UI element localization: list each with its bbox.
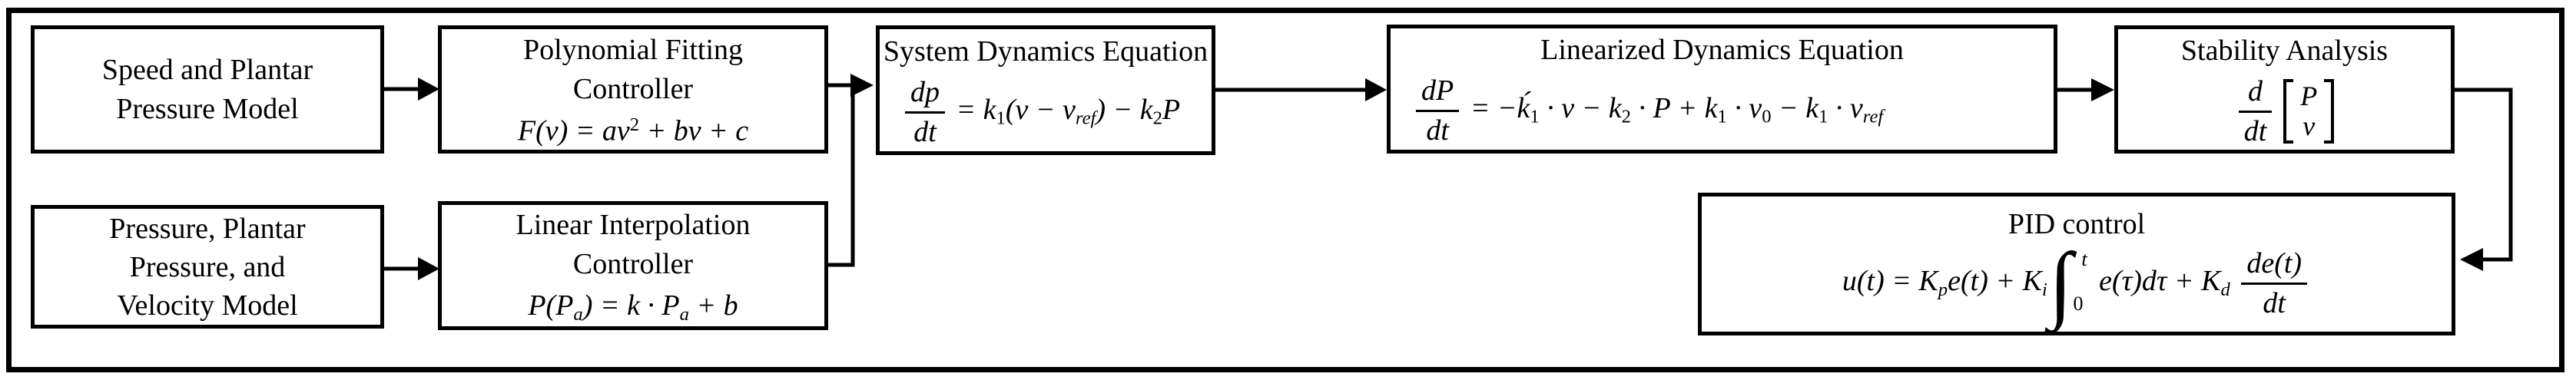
box-title: PID control (2007, 207, 2146, 240)
formula-token-sub: 1 (1530, 107, 1540, 128)
box-polynomial-fitting-controller: Polynomial Fitting Controller F(v) = av2… (438, 25, 828, 154)
box-title: Stability Analysis (2180, 34, 2389, 67)
box-title: Pressure, Plantar Pressure, and Velocity… (35, 210, 380, 325)
formula-token-txt: e(τ)dτ + K (2091, 265, 2221, 298)
formula-token-txt (2230, 265, 2238, 297)
formula-token-sub: ref (1862, 107, 1884, 128)
box-title: System Dynamics Equation (883, 35, 1208, 68)
box-title: Speed and Plantar Pressure Model (35, 51, 380, 129)
formula-token-sub: 1 (996, 107, 1006, 129)
formula-token-txt: · v − k (1539, 92, 1622, 125)
title-line: Speed and Plantar (101, 53, 313, 86)
formula-token-sub: 2 (1621, 107, 1631, 128)
title-line: Pressure Model (116, 92, 299, 125)
box-formula: F(v) = av2 + bv + c (442, 114, 824, 149)
formula-token-txt: + b (688, 289, 738, 322)
formula-token-sub: 2 (1152, 107, 1162, 129)
arrowhead-right-icon (418, 78, 439, 101)
riser-interp-to-system (828, 85, 855, 267)
formula-token-txt: F(v) = av (517, 114, 630, 147)
box-linear-interpolation-controller: Linear Interpolation Controller P(Pa) = … (438, 201, 828, 330)
formula-token-txt: ) = k · P (582, 289, 680, 322)
formula-token-sub: d (2220, 279, 2230, 301)
formula-token-txt: ) − k (1096, 93, 1153, 126)
formula-token-txt: − k (1771, 92, 1819, 125)
formula-token-txt: (v − v (1005, 93, 1076, 126)
formula-token-sub: 1 (1717, 107, 1727, 128)
arrowhead-right-icon (1365, 78, 1387, 101)
box-title: Linearized Dynamics Equation (1540, 34, 1904, 67)
feedback-line-stability-to-pid (2455, 88, 2513, 262)
formula-token-sub: p (1938, 279, 1948, 301)
box-title: Polynomial Fitting Controller (442, 31, 824, 109)
box-pressure-velocity-model: Pressure, Plantar Pressure, and Velocity… (31, 205, 384, 329)
formula-token-txt: u(t) = K (1842, 265, 1938, 298)
formula-token-sub: ref (1075, 107, 1096, 129)
formula-token-txt: = k (949, 93, 996, 126)
title-line: Controller (572, 247, 694, 280)
formula-token-frac: de(t)dt (2241, 247, 2308, 319)
box-speed-pressure-model: Speed and Plantar Pressure Model (31, 25, 384, 154)
title-line: Velocity Model (117, 289, 298, 322)
arrowhead-right-icon (2091, 78, 2114, 101)
formula-token-sub: a (679, 303, 689, 325)
arrowhead-left-icon (2460, 248, 2483, 271)
box-title: Linear Interpolation Controller (442, 206, 824, 284)
title-line: Linear Interpolation (516, 208, 751, 241)
diagram-outer-border (6, 8, 2564, 372)
formula-token-txt: · P + k (1630, 92, 1718, 125)
title-line: Pressure, Plantar (109, 212, 306, 245)
box-formula: P(Pa) = k · Pa + b (442, 289, 824, 326)
title-line: Polynomial Fitting (522, 33, 744, 66)
formula-token-txt: · v (1726, 92, 1762, 125)
formula-token-sub: 1 (1818, 107, 1828, 128)
title-line: Pressure, and (129, 250, 286, 283)
formula-token-txt: e(t) + K (1948, 265, 2042, 298)
formula-token-txt: + bv + c (639, 114, 749, 147)
formula-token-sub: i (2041, 279, 2047, 301)
formula-token-sub: 0 (1762, 107, 1772, 128)
arrowhead-right-icon (850, 74, 874, 97)
formula-token-sup: 2 (629, 114, 640, 135)
formula-token-txt: P (1162, 93, 1181, 126)
formula-token-txt: · v (1828, 92, 1863, 125)
arrowhead-right-icon (418, 257, 439, 280)
title-line: Controller (572, 72, 694, 105)
formula-token-txt: = −ḱ (1463, 92, 1530, 125)
formula-token-sub: a (573, 303, 583, 325)
formula-token-txt: P(P (528, 289, 574, 322)
